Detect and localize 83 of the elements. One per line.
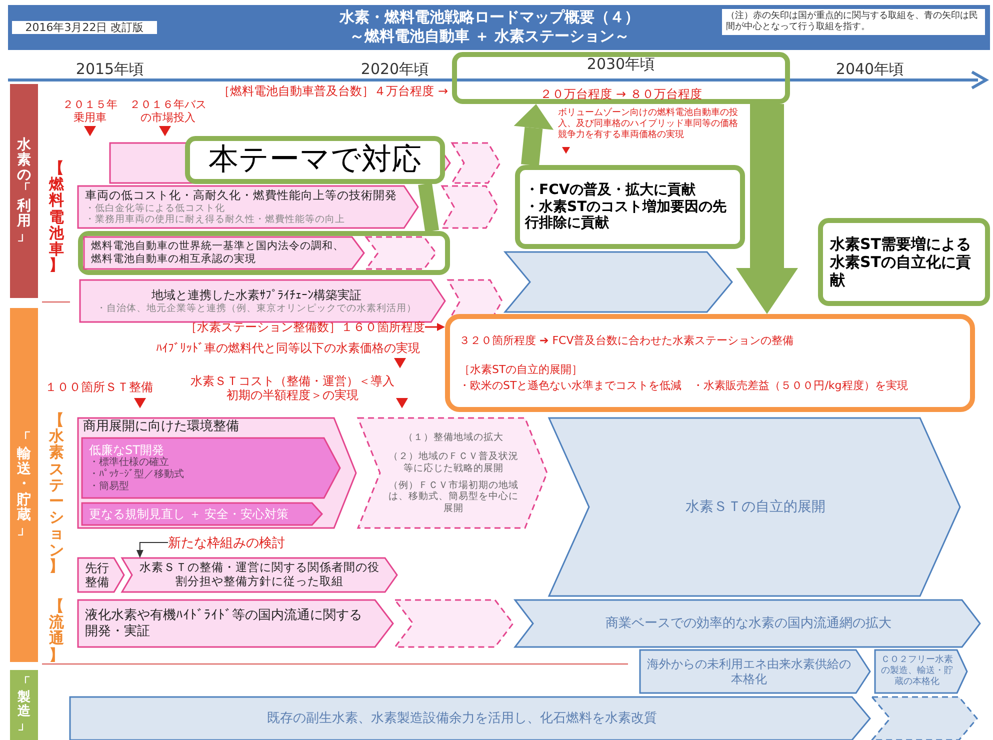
- target-text: ［水素STの自立的展開］: [459, 363, 583, 377]
- step-box: [78, 418, 356, 528]
- planned-step-box: [395, 600, 513, 647]
- date-label: 2016年3月22日 改訂版: [12, 21, 157, 34]
- step-text: 既存の副生水素、水素製造設備余力を活用し、化石燃料を水素改質: [267, 710, 657, 726]
- callout-box: [185, 136, 445, 184]
- group-label: 【流通】: [49, 598, 64, 663]
- bullet-text: ・ﾊﾟｯｹｰｼﾞ型／移動式: [89, 469, 184, 480]
- planned-step-box: [872, 697, 977, 740]
- step-box: [515, 600, 980, 647]
- step-text: 液化水素や有機ﾊｲﾄﾞﾗｲﾄﾞ等の国内流通に関する開発・実証: [85, 608, 363, 640]
- section-band: [10, 670, 38, 740]
- group-label: 【水素ステーション】: [49, 412, 64, 574]
- step-text: （例）ＦＣＶ市場初期の地域は、移動式、簡易型を中心に展開: [388, 480, 520, 514]
- step-text: ＣＯ２フリー水素の製造、輸送・貯蔵の本格化: [880, 655, 954, 688]
- step-text: 海外からの未利用エネ由来水素供給の本格化: [647, 657, 851, 686]
- callout-text: 水素ST需要増による水素STの自立化に貢献: [830, 235, 972, 289]
- callout-box: [515, 165, 745, 249]
- step-text: （２）地域のＦＣＶ普及状況等に応じた戦略的展開: [388, 451, 520, 474]
- step-box: [505, 252, 732, 312]
- year-label: 2015年頃: [74, 60, 146, 78]
- step-text: 水素ＳＴの整備・運営に関する関係者間の役割分担や整備方針に従った取組: [139, 561, 380, 589]
- callout-box: [818, 218, 990, 306]
- planned-step-box: [366, 237, 436, 269]
- bullet-text: ・業務用車両の使用に耐え得る耐久性・燃費性能等の向上: [85, 214, 345, 226]
- bullet-text: ・簡易型: [89, 481, 129, 494]
- note-text: 新たな枠組みの検討: [168, 534, 298, 551]
- highlight-frame: [452, 52, 790, 104]
- target-box: [445, 314, 975, 412]
- step-text: 車両の低コスト化・高耐久化・燃費性能向上等の技術開発: [85, 188, 397, 203]
- step-text: 水素ＳＴの自立的展開: [686, 498, 826, 516]
- callout-text: 本テーマで対応: [208, 142, 422, 178]
- step-text: 低廉なST開発: [89, 442, 164, 457]
- step-box: [640, 650, 870, 693]
- callout-text: ・FCVの普及・拡大に貢献: [525, 182, 696, 198]
- target-text: ・欧米のSTと遜色ない水準までコストを低減 ・水素販売差益（５００円/kg程度）を実現: [459, 378, 908, 392]
- arrow: [425, 323, 445, 331]
- milestone-label: ２０１６年バスの市場投入: [128, 98, 208, 124]
- step-text: 商用展開に向けた環境整備: [83, 419, 239, 435]
- target-text: ２０万台程度 → ８０万台程度: [540, 86, 702, 101]
- step-text: 地域と連携した水素ｻﾌﾟﾗｲﾁｪｰﾝ構築実証: [152, 288, 362, 302]
- step-text: 燃料電池自動車の世界統一基準と国内法令の調和、燃料電池自動車の相互承認の実現: [91, 240, 345, 266]
- highlight-frame: [78, 231, 450, 275]
- title: 水素・燃料電池戦略ロードマップ概要（４）～燃料電池自動車 ＋ 水素ステーション～: [338, 8, 640, 46]
- step-text: 先行整備: [84, 560, 110, 590]
- step-text: 更なる規制見直し ＋ 安全・安心対策: [89, 506, 289, 522]
- section-title: 「輸送・貯蔵」: [16, 432, 32, 538]
- step-text: （１）整備地域の拡大: [404, 432, 504, 444]
- step-box: [82, 438, 340, 498]
- step-box: [549, 418, 960, 596]
- step-box: [875, 650, 967, 693]
- group-label: 【燃料電池車】: [49, 160, 64, 274]
- milestone-label: １００箇所ＳＴ整備: [45, 380, 154, 394]
- step-box: [80, 280, 445, 322]
- section-band: [10, 308, 38, 662]
- step-box: [82, 503, 322, 525]
- bullet-text: ・自治体、地元企業等と連携（例、東京オリンピックでの水素利活用）: [96, 302, 416, 314]
- section-title: 水素の「利用」: [16, 138, 32, 244]
- milestone-label: 水素ＳＴコスト（整備・運営）＜導入初期の半額程度＞の実現: [190, 374, 395, 403]
- planned-step-box: [442, 186, 498, 228]
- section-title: 「製造」: [17, 676, 31, 734]
- note-text: （注）赤の矢印は国が重点的に関与する取組を、青の矢印は民間が中心となって行う取組を指す。: [722, 9, 985, 35]
- callout-text: ・水素STのコスト増加要因の先行排除に貢献: [525, 198, 728, 232]
- leader-line: [136, 542, 168, 558]
- section-band: [10, 84, 38, 298]
- step-box: [78, 600, 393, 647]
- step-box: [78, 558, 124, 592]
- milestone-label: ボリュームゾーン向けの燃料電池自動車の投入、及び同車格のハイブリッド車同等の価格競争力を有する車両価格の実現: [558, 108, 739, 140]
- milestone-label: ［燃料電池自動車普及台数］４万台程度 →: [217, 84, 448, 98]
- step-text: 商業ベースでの効率的な水素の国内流通網の拡大: [606, 616, 892, 632]
- milestone-label: ﾊｲﾌﾞﾘｯﾄﾞ車の燃料代と同等以下の水素価格の実現: [155, 341, 420, 356]
- bullet-text: ・低白金化等による低コスト化: [85, 202, 225, 214]
- step-box: [78, 186, 418, 228]
- planned-step-box: [358, 418, 547, 528]
- target-text: ３２０箇所程度 ➔ FCV普及台数に合わせた水素ステーションの整備: [459, 334, 794, 348]
- year-label: 2040年頃: [834, 60, 906, 78]
- year-label: 2030年頃: [586, 55, 656, 73]
- bullet-text: ・標準仕様の確立: [89, 457, 169, 468]
- year-label: 2020年頃: [360, 60, 430, 78]
- planned-step-box: [452, 143, 500, 183]
- milestone-label: ２０１５年乗用車: [62, 98, 118, 124]
- step-box: [84, 237, 364, 269]
- milestone-label: ［水素ステーション整備数］１６０箇所程度: [170, 319, 425, 335]
